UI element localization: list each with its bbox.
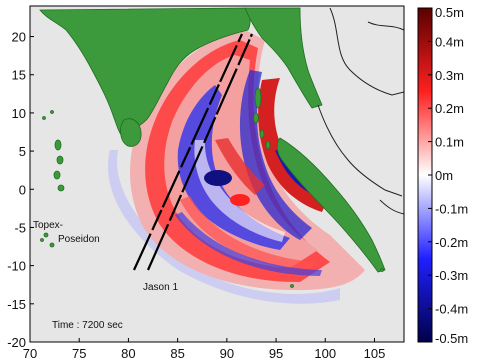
track-topex-poseidon xyxy=(132,33,244,271)
coastline-borneo xyxy=(379,199,404,215)
y-tick-label: 10 xyxy=(12,106,26,121)
coastline-malaysia xyxy=(317,104,403,197)
colorbar-tick-label: -0.1m xyxy=(435,201,468,216)
colorbar-tick-label: 0m xyxy=(435,168,453,183)
land-myanmar-coast xyxy=(244,7,323,109)
wave-crest-inner-2 xyxy=(215,138,265,195)
x-tick-label: 70 xyxy=(23,346,37,361)
y-tick-label: 0 xyxy=(19,182,26,197)
y-tick-label: -5 xyxy=(14,220,26,235)
colorbar-tick-label: 0.4m xyxy=(435,34,464,49)
track-jason-1 xyxy=(146,33,254,271)
land-andaman-islands xyxy=(253,87,271,150)
x-axis-ticks: 70 75 80 85 90 95 100 105 xyxy=(23,338,386,361)
topex-poseidon-label-2: Poseidon xyxy=(58,234,100,245)
x-tick-label: 95 xyxy=(269,346,283,361)
colorbar-tick-label: -0.3m xyxy=(435,268,468,283)
wave-source-crest xyxy=(258,78,330,212)
plot-frame xyxy=(29,5,405,343)
y-tick-label: -15 xyxy=(7,297,26,312)
wave-band-white xyxy=(194,140,285,242)
colorbar-tick-label: 0.2m xyxy=(435,101,464,116)
x-tick-label: 85 xyxy=(170,346,184,361)
x-tick-label: 75 xyxy=(72,346,86,361)
colorbar-tick-label: -0.5m xyxy=(435,331,468,346)
x-tick-label: 100 xyxy=(314,346,336,361)
map-plot-area xyxy=(30,6,404,342)
y-tick-label: 20 xyxy=(12,30,26,45)
jason-1-label: Jason 1 xyxy=(143,282,178,293)
y-tick-label: 15 xyxy=(12,68,26,83)
wave-south-crest xyxy=(180,196,316,270)
coastline-thailand xyxy=(329,7,404,96)
colorbar-tick-label: 0.1m xyxy=(435,135,464,150)
coastline-indochina xyxy=(367,21,404,31)
colorbar-ticks: 0.5m 0.4m 0.3m 0.2m 0.1m 0m -0.1m -0.2m -0.3m -0.… xyxy=(428,5,468,346)
colorbar-tick-label: 0.5m xyxy=(435,5,464,20)
time-label: Time : 7200 sec xyxy=(52,320,123,331)
y-tick-label: 5 xyxy=(19,144,26,159)
wave-south-trough xyxy=(175,212,322,276)
wave-field xyxy=(130,30,365,291)
y-tick-label: -10 xyxy=(7,259,26,274)
x-tick-label: 90 xyxy=(220,346,234,361)
x-tick-label: 80 xyxy=(121,346,135,361)
wave-peak xyxy=(230,194,250,206)
wave-trough xyxy=(177,85,290,250)
colorbar-tick-label: -0.4m xyxy=(435,302,468,317)
y-axis-ticks: 20 15 10 5 0 -5 -10 -15 -20 xyxy=(7,30,34,350)
wave-deep-trough xyxy=(204,170,232,186)
x-tick-label: 105 xyxy=(364,346,386,361)
land-maldives xyxy=(40,110,384,288)
topex-poseidon-label-1: Topex- xyxy=(33,220,63,231)
y-tick-label: -20 xyxy=(7,335,26,350)
wave-trough-2 xyxy=(239,70,312,240)
colorbar-tick-label: -0.2m xyxy=(435,235,468,250)
colorbar-tick-label: 0.3m xyxy=(435,68,464,83)
land-sri-lanka xyxy=(120,118,142,147)
satellite-tracks xyxy=(132,33,254,271)
